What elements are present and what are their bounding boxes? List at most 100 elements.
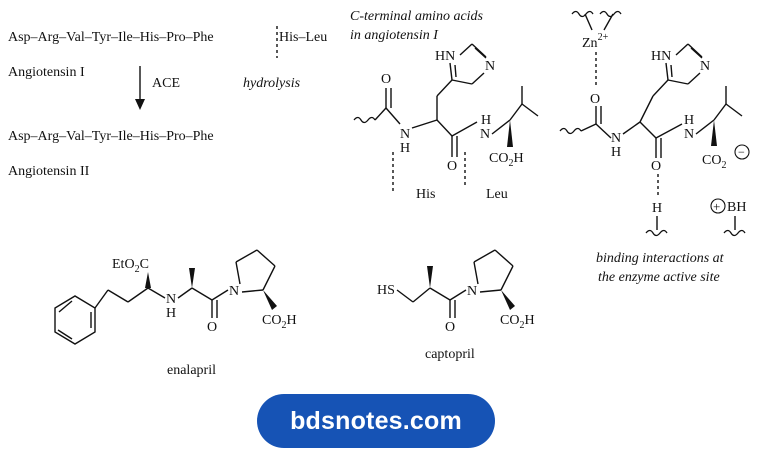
ring-bond bbox=[667, 79, 689, 85]
bond bbox=[177, 287, 193, 299]
backbone-bond bbox=[580, 123, 597, 132]
bond bbox=[94, 289, 109, 309]
enalapril-label: enalapril bbox=[167, 363, 216, 378]
ring-bond bbox=[459, 43, 473, 56]
angiotensin-i-sequence-right: His–Leu bbox=[279, 30, 327, 45]
bond bbox=[429, 287, 451, 301]
hydrogen-label: H bbox=[652, 201, 662, 216]
zinc-ligand-bond bbox=[584, 13, 593, 31]
binding-caption-line1: binding interactions at bbox=[596, 251, 725, 266]
bond bbox=[127, 287, 149, 303]
reaction-arrow-head bbox=[135, 99, 145, 110]
carbonyl-o-zinc-label: O bbox=[590, 92, 600, 107]
ring-bond bbox=[473, 249, 496, 263]
amide-h-label: H bbox=[481, 113, 491, 128]
backbone-bond bbox=[595, 123, 612, 139]
ring-double-bond bbox=[454, 64, 457, 78]
proline-n-label: N bbox=[229, 284, 239, 299]
brand-text: bdsnotes.com bbox=[290, 406, 462, 435]
backbone-bond bbox=[491, 119, 511, 135]
carboxyl-label: CO2H bbox=[489, 151, 524, 169]
ring-double-bond bbox=[670, 64, 673, 78]
wedge-bond bbox=[711, 120, 717, 146]
amide-h-label: H bbox=[400, 141, 410, 156]
wedge-bond bbox=[507, 120, 513, 147]
angiotensin-i-sequence-left: Asp–Arg–Val–Tyr–Ile–His–Pro–Phe bbox=[8, 30, 214, 45]
ring-double-bond bbox=[690, 47, 703, 59]
minus-sign: − bbox=[738, 145, 745, 159]
backbone-bond bbox=[639, 121, 657, 139]
ring-bond bbox=[256, 249, 276, 267]
enzyme-wavy-left bbox=[571, 10, 594, 18]
bond bbox=[396, 289, 414, 303]
carbonyl-o-label: O bbox=[381, 72, 391, 87]
side-chain-bond bbox=[725, 103, 743, 117]
backbone-bond bbox=[655, 123, 683, 139]
hydrolysis-label: hydrolysis bbox=[243, 76, 301, 91]
amide-h-label: H bbox=[684, 113, 694, 128]
amide-h-label: H bbox=[611, 145, 621, 160]
ring-bond bbox=[235, 249, 258, 263]
ring-bond bbox=[262, 265, 276, 291]
side-chain-bond bbox=[436, 79, 453, 97]
amine-n-label: N bbox=[166, 292, 176, 307]
his-label: His bbox=[416, 187, 435, 202]
side-chain-bond bbox=[652, 79, 669, 97]
carboxyl-label: CO2H bbox=[262, 313, 297, 331]
bond bbox=[147, 287, 166, 299]
backbone-bond bbox=[622, 121, 641, 135]
wedge-bond bbox=[427, 266, 433, 288]
captopril-label: captopril bbox=[425, 347, 475, 362]
leu-label: Leu bbox=[486, 187, 508, 202]
wedge-bond bbox=[501, 290, 515, 310]
binding-structure: Zn2+ O N H HN N O H H N bbox=[559, 10, 750, 285]
angiotensin-ii-sequence: Asp–Arg–Val–Tyr–Ile–His–Pro–Phe bbox=[8, 129, 214, 144]
ring-bond bbox=[494, 249, 514, 267]
peptide-chain-wavy bbox=[559, 127, 582, 135]
ring-bond bbox=[479, 289, 502, 293]
wedge-bond bbox=[263, 290, 277, 310]
c-terminal-title-line1: C-terminal amino acids bbox=[350, 9, 484, 24]
ring-bond bbox=[473, 261, 479, 285]
zinc-ligand-bond bbox=[603, 13, 614, 31]
c-terminal-structure: HN N O N H O H N CO2H bbox=[353, 43, 539, 202]
brand-watermark: bdsnotes.com bbox=[257, 394, 495, 448]
positive-charge-icon bbox=[710, 198, 726, 214]
carbonyl-o-label: O bbox=[651, 159, 661, 174]
proline-n-label: N bbox=[467, 284, 477, 299]
ring-bond bbox=[500, 265, 514, 291]
thiol-label: HS bbox=[377, 283, 395, 298]
backbone-bond bbox=[436, 119, 453, 137]
ring-bond bbox=[665, 62, 669, 81]
ring-bond bbox=[471, 43, 487, 58]
amide-n-label: N bbox=[684, 127, 694, 142]
bond bbox=[107, 289, 129, 303]
base-bh-label: BH bbox=[727, 200, 746, 215]
bond bbox=[191, 287, 213, 301]
backbone-bond bbox=[695, 119, 715, 135]
imidazole-hn-label: HN bbox=[651, 49, 671, 64]
angiotensin-i-label: Angiotensin I bbox=[8, 65, 85, 80]
side-chain-bond bbox=[639, 95, 654, 123]
binding-caption-line2: the enzyme active site bbox=[598, 270, 720, 285]
wedge-bond bbox=[189, 268, 195, 288]
carbonyl-o-label: O bbox=[447, 159, 457, 174]
ring-bond bbox=[451, 79, 473, 85]
imidazole-hn-label: HN bbox=[435, 49, 455, 64]
captopril-structure: HS O N CO2H captopril bbox=[377, 249, 535, 362]
side-chain-bond bbox=[521, 103, 539, 117]
zinc-label: Zn2+ bbox=[582, 32, 609, 51]
enzyme-wavy bbox=[723, 229, 746, 237]
imidazole-n-label: N bbox=[700, 59, 710, 74]
negative-charge-icon bbox=[734, 144, 750, 160]
backbone-bond bbox=[411, 119, 438, 129]
side-chain-bond bbox=[713, 103, 727, 121]
ring-bond bbox=[471, 72, 485, 85]
carboxyl-label: CO2H bbox=[500, 313, 535, 331]
ester-label: EtO2C bbox=[112, 257, 149, 275]
ring-bond bbox=[449, 62, 453, 81]
enzyme-wavy-right bbox=[599, 10, 622, 18]
plus-sign: + bbox=[713, 199, 720, 214]
backbone-bond bbox=[374, 107, 387, 121]
